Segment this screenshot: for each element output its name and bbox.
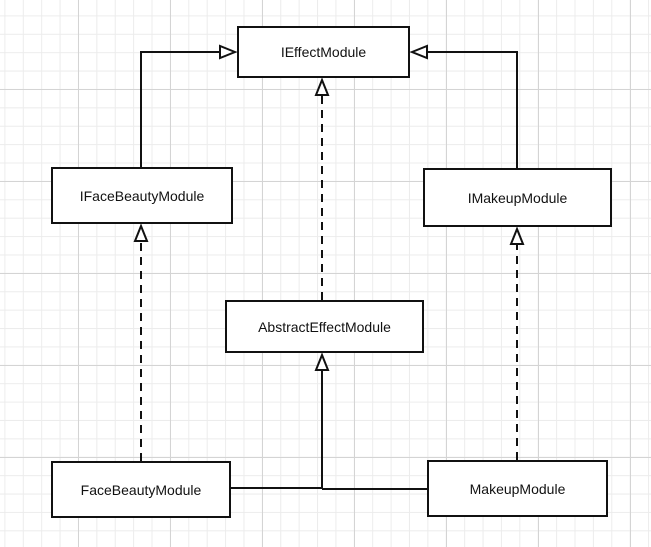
edge-iface-to-ieffect [140, 51, 220, 167]
class-imakeupmodule[interactable]: IMakeupModule [423, 168, 612, 227]
arrowhead-ieffect-right [409, 44, 428, 60]
class-facebeautymodule[interactable]: FaceBeautyModule [51, 461, 231, 518]
arrowhead-ieffect-bottom [314, 77, 330, 96]
arrowhead-imakeup-bottom [509, 226, 525, 245]
class-label: IFaceBeautyModule [79, 187, 205, 204]
class-label: AbstractEffectModule [258, 318, 391, 335]
class-label: IEffectModule [280, 44, 367, 60]
class-makeupmodule[interactable]: MakeupModule [427, 460, 608, 517]
arrowhead-iface-bottom [133, 223, 149, 242]
edge-imakeup-to-ieffect [427, 51, 518, 168]
class-label: FaceBeautyModule [80, 481, 202, 498]
class-abstracteffectmodule[interactable]: AbstractEffectModule [225, 300, 424, 353]
class-label: IMakeupModule [467, 189, 568, 206]
arrowhead-abstract-bottom [314, 352, 330, 371]
class-label: MakeupModule [469, 480, 566, 497]
class-ieffectmodule[interactable]: IEffectModule [237, 26, 410, 78]
edge-face-to-abstract [231, 370, 323, 489]
arrowhead-ieffect-left [219, 44, 238, 60]
class-ifacebeautymodule[interactable]: IFaceBeautyModule [51, 167, 233, 224]
